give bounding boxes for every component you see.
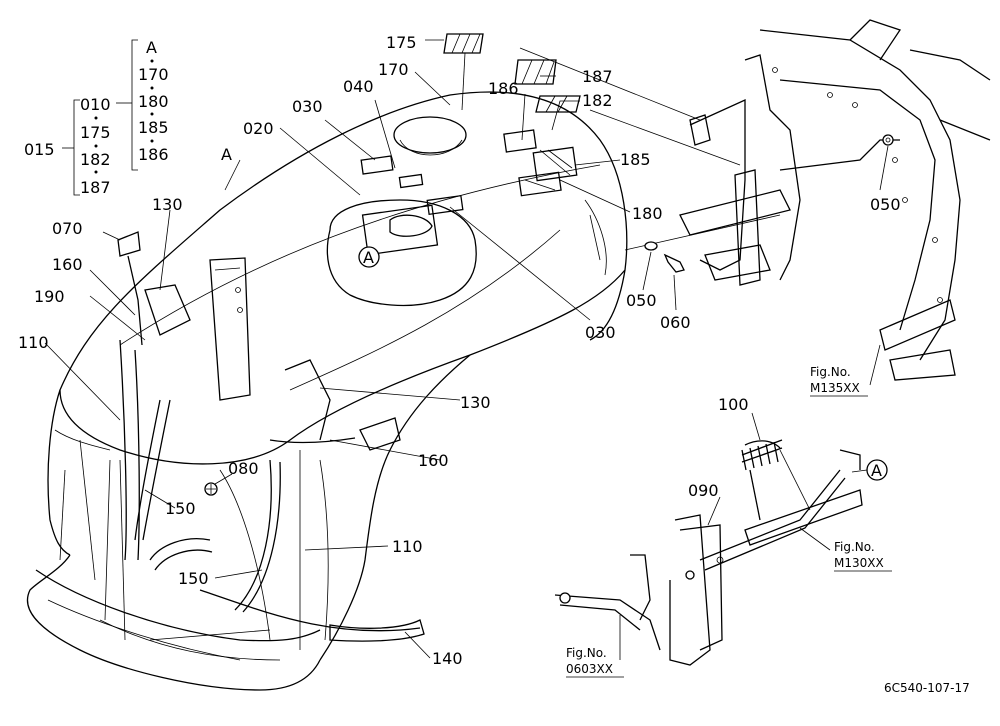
pedal-assembly <box>554 439 863 666</box>
fig-ref-m135-code: M135XX <box>810 381 860 395</box>
label-150-bottom: 150 <box>178 569 209 588</box>
label-110-left: 110 <box>18 333 49 352</box>
label-187: 187 <box>582 67 613 86</box>
label-180: 180 <box>632 204 663 223</box>
label-090: 090 <box>688 481 719 500</box>
label-170: 170 <box>378 60 409 79</box>
label-190: 190 <box>34 287 65 306</box>
label-140: 140 <box>432 649 463 668</box>
label-020: 020 <box>243 119 274 138</box>
label-050-left: 050 <box>626 291 657 310</box>
label-160-left: 160 <box>52 255 83 274</box>
label-030-top: 030 <box>292 97 323 116</box>
label-160-right: 160 <box>418 451 449 470</box>
right-frame-drawing <box>519 19 991 381</box>
figure-references: Fig.No. M135XX Fig.No. M130XX Fig.No. 06… <box>566 365 892 678</box>
callout-circle-A <box>358 246 380 268</box>
label-185-kit: 185 <box>138 118 169 137</box>
label-040: 040 <box>343 77 374 96</box>
label-185: 185 <box>620 150 651 169</box>
label-150-left: 150 <box>165 499 196 518</box>
drawing-id: 6C540-107-17 <box>884 681 970 695</box>
label-186: 186 <box>488 79 519 98</box>
fig-ref-0603-code: 0603XX <box>566 662 613 676</box>
label-050-right: 050 <box>870 195 901 214</box>
label-180-kit: 180 <box>138 92 169 111</box>
label-080: 080 <box>228 459 259 478</box>
decal-hatched-group <box>443 33 581 113</box>
fig-ref-m135-title: Fig.No. <box>810 365 851 379</box>
callout-circle-A-pedal <box>866 459 888 481</box>
kit-bracket-list: 015 010 175 182 187 A 170 180 185 186 <box>24 38 169 197</box>
label-070: 070 <box>52 219 83 238</box>
label-010: 010 <box>80 95 111 114</box>
label-187-kit: 187 <box>80 178 111 197</box>
label-A-circle: A <box>363 248 374 267</box>
label-015: 015 <box>24 140 55 159</box>
washer-pin-parts <box>644 241 685 273</box>
hood-drawing <box>26 91 628 691</box>
label-060: 060 <box>660 313 691 332</box>
label-130-right: 130 <box>460 393 491 412</box>
label-170-kit: 170 <box>138 65 169 84</box>
part-labels: 175 170 187 186 182 185 180 040 030 020 … <box>18 33 901 668</box>
leader-lines <box>44 39 889 660</box>
label-186-kit: 186 <box>138 145 169 164</box>
fig-ref-m130-title: Fig.No. <box>834 540 875 554</box>
label-030-bottom: 030 <box>585 323 616 342</box>
label-100: 100 <box>718 395 749 414</box>
label-175: 175 <box>386 33 417 52</box>
label-A-pedal: A <box>871 461 882 480</box>
label-110-right: 110 <box>392 537 423 556</box>
label-182: 182 <box>582 91 613 110</box>
label-A-kit: A <box>146 38 157 57</box>
label-175-kit: 175 <box>80 123 111 142</box>
left-support-parts <box>117 231 425 642</box>
label-182-kit: 182 <box>80 150 111 169</box>
fig-ref-0603-title: Fig.No. <box>566 646 607 660</box>
fig-ref-m130-code: M130XX <box>834 556 884 570</box>
label-130-left: 130 <box>152 195 183 214</box>
label-A-hood: A <box>221 145 232 164</box>
